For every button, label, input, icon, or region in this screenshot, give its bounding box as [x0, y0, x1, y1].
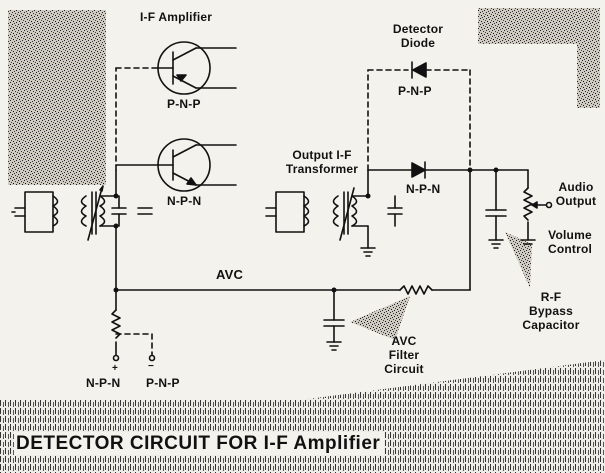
detector-diode-label-line1: Detector: [392, 22, 444, 36]
texture-top-right: [478, 8, 600, 108]
audio-output-label-line2: Output: [555, 194, 597, 208]
rf-bypass-capacitor-symbol: [485, 169, 507, 249]
texture-top-left: [8, 10, 106, 185]
npn-transistor-symbol: [115, 138, 237, 192]
avc-filter-circuit-label: AVC Filter Circuit: [376, 334, 432, 376]
npn-detector-diode-symbol: [367, 161, 529, 179]
rf-bypass-label-line2: Bypass: [529, 304, 573, 318]
rf-bypass-capacitor-label: R-F Bypass Capacitor: [516, 290, 586, 332]
rf-bypass-label-line3: Capacitor: [522, 318, 580, 332]
audio-output-label: Audio Output: [550, 180, 602, 208]
npn-diode-label: N-P-N: [406, 182, 441, 196]
texture-pointer-avc-filter: [350, 296, 410, 340]
avc-wiring: [111, 169, 471, 356]
pnp-transistor-label: P-N-P: [167, 97, 201, 111]
pnp-transistor-symbol: [151, 41, 237, 95]
supply-terminals: [112, 354, 156, 362]
volume-control-label-line1: Volume: [548, 228, 592, 242]
if-amplifier-label: I-F Amplifier: [140, 10, 213, 24]
input-if-transformer: [80, 185, 153, 241]
detector-diode-label-line2: Diode: [400, 36, 436, 50]
pnp-dashed-connection: [115, 67, 153, 171]
input-tuned-circuit: [11, 191, 59, 233]
output-if-transformer-label-line2: Transformer: [285, 162, 359, 176]
avc-filter-label-line1: AVC: [391, 334, 417, 348]
npn-transistor-label: N-P-N: [167, 194, 202, 208]
minus-terminal-sign: −: [148, 361, 155, 372]
detector-diode-label: Detector Diode: [386, 22, 450, 50]
diagram-title: DETECTOR CIRCUIT FOR I-F Amplifier: [14, 432, 385, 455]
pnp-detector-diode-symbol: [367, 61, 471, 171]
junction-dots: [113, 167, 499, 293]
pnp-diode-label: P-N-P: [398, 84, 432, 98]
output-if-transformer-symbol: [265, 169, 403, 257]
input-tank-frame: [24, 191, 54, 233]
rf-bypass-label-line1: R-F: [540, 290, 562, 304]
volume-control-symbol: [520, 169, 553, 245]
pnp-supply-label: P-N-P: [146, 376, 180, 390]
avc-filter-label-line2: Filter: [388, 348, 420, 362]
audio-output-label-line1: Audio: [558, 180, 594, 194]
texture-panels: [0, 8, 605, 473]
npn-supply-label: N-P-N: [86, 376, 121, 390]
texture-pointer-rf-bypass: [505, 232, 532, 288]
output-if-transformer-label: Output I-F Transformer: [280, 148, 364, 176]
avc-label: AVC: [216, 267, 244, 282]
output-if-transformer-label-line1: Output I-F: [292, 148, 352, 162]
volume-control-label-line2: Control: [547, 242, 593, 256]
plus-terminal-sign: +: [112, 363, 119, 374]
avc-filter-label-line3: Circuit: [384, 362, 424, 376]
volume-control-label: Volume Control: [540, 228, 600, 256]
